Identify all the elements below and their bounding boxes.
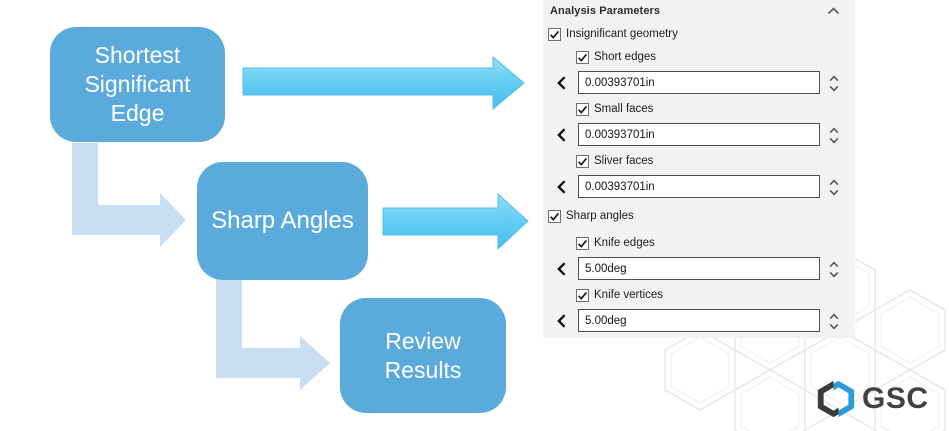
input-row-knife-edges [543,257,855,281]
collapse-chevron-up-icon[interactable] [827,7,840,15]
flow-box-label: Shortest Significant Edge [84,42,191,126]
checkbox-checked-icon[interactable] [576,288,589,302]
chevron-left-icon[interactable] [557,76,566,90]
checkbox-row-small-faces[interactable]: Small faces [576,102,653,116]
flow-box-label: Review Results [384,327,462,383]
elbow-arrow-2 [216,278,330,390]
flow-box-shortest-significant-edge: Shortest Significant Edge [50,27,225,142]
gsc-logo: GSC [817,377,929,421]
checkbox-checked-icon[interactable] [548,209,561,223]
small-faces-value-input[interactable] [578,123,820,146]
big-arrow-2 [382,192,529,251]
knife-vertices-value-input[interactable] [578,309,820,332]
flow-box-label: Sharp Angles [211,207,354,234]
checkbox-row-sliver-faces[interactable]: Sliver faces [576,154,653,168]
checkbox-label: Knife edges [594,237,655,249]
chevron-left-icon[interactable] [557,314,566,328]
spinner-up-down-icon[interactable] [827,257,841,281]
sliver-faces-value-input[interactable] [578,175,820,198]
chevron-left-icon[interactable] [557,180,566,194]
spinner-up-down-icon[interactable] [827,71,841,95]
checkbox-label: Knife vertices [594,289,664,301]
spinner-up-down-icon[interactable] [827,175,841,199]
checkbox-label: Sliver faces [594,155,654,167]
checkbox-row-insignificant-geometry[interactable]: Insignificant geometry [548,27,678,41]
flow-box-sharp-angles: Sharp Angles [197,162,368,280]
input-row-sliver-faces [543,175,855,199]
input-row-short-edges [543,71,855,95]
big-arrow-1 [242,55,525,111]
short-edges-value-input[interactable] [578,71,820,94]
input-row-small-faces [543,123,855,147]
flow-box-review-results: Review Results [340,298,506,413]
panel-title: Analysis Parameters [550,5,661,17]
checkbox-label: Sharp angles [566,210,634,222]
input-row-knife-vertices [543,309,855,333]
checkbox-checked-icon[interactable] [576,154,589,168]
knife-edges-value-input[interactable] [578,257,820,280]
gsc-logo-text: GSC [862,382,929,415]
elbow-arrow-1 [72,143,186,247]
checkbox-row-sharp-angles[interactable]: Sharp angles [548,209,634,223]
checkbox-checked-icon[interactable] [576,236,589,250]
checkbox-row-short-edges[interactable]: Short edges [576,50,656,64]
checkbox-row-knife-edges[interactable]: Knife edges [576,236,655,250]
checkbox-checked-icon[interactable] [576,50,589,64]
chevron-left-icon[interactable] [557,128,566,142]
gsc-logo-mark-icon [817,380,855,418]
checkbox-label: Insignificant geometry [566,28,678,40]
checkbox-label: Small faces [594,103,654,115]
spinner-up-down-icon[interactable] [827,123,841,147]
spinner-up-down-icon[interactable] [827,309,841,333]
checkbox-checked-icon[interactable] [576,102,589,116]
checkbox-label: Short edges [594,51,657,63]
analysis-parameters-panel: Analysis Parameters Insignificant geomet… [543,0,855,338]
checkbox-row-knife-vertices[interactable]: Knife vertices [576,288,663,302]
checkbox-checked-icon[interactable] [548,27,561,41]
chevron-left-icon[interactable] [557,262,566,276]
